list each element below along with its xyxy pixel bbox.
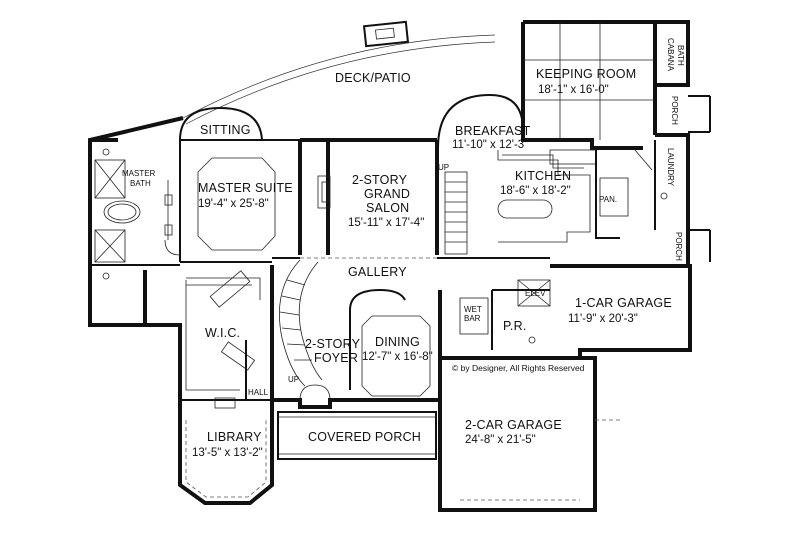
foyer-line1: 2-STORY — [305, 337, 361, 351]
keeping-room-label: KEEPING ROOM — [536, 67, 636, 81]
wic-label: W.I.C. — [205, 326, 240, 340]
grand-salon-size: 15'-11" x 17'-4" — [348, 217, 424, 229]
hall-label: HALL — [248, 388, 269, 397]
garage-2car-label: 2-CAR GARAGE — [465, 418, 562, 432]
master-suite-size: 19'-4" x 25'-8" — [198, 198, 269, 210]
deck-patio-label: DECK/PATIO — [335, 71, 411, 85]
laundry-label: LAUNDRY — [666, 148, 675, 187]
cabana-label: CABANA — [666, 38, 675, 72]
foyer-line2: FOYER — [314, 351, 358, 365]
garage-1car-size: 11'-9" x 20'-3" — [568, 313, 638, 325]
elev-label: ELEV — [525, 289, 546, 298]
room-labels: DECK/PATIO KEEPING ROOM 18'-1" x 16'-0" … — [122, 38, 685, 459]
breakfast-size: 11'-10" x 12'-3" — [452, 139, 528, 151]
master-bath-label-1: MASTER — [122, 169, 156, 178]
kitchen-label: KITCHEN — [515, 169, 571, 183]
porch-right-label: PORCH — [674, 232, 683, 261]
grand-salon-line2: GRAND — [364, 187, 410, 201]
dining-size: 12'-7" x 16'-8" — [362, 351, 433, 363]
grand-salon-line3: SALON — [366, 201, 409, 215]
garage-2car-size: 24'-8" x 21'-5" — [465, 434, 536, 446]
wet-label: WET — [464, 305, 482, 314]
gallery-label: GALLERY — [348, 265, 407, 279]
exterior-walls — [88, 20, 692, 512]
breakfast-label: BREAKFAST — [455, 124, 531, 138]
covered-porch-label: COVERED PORCH — [308, 430, 421, 444]
stair-up-salon: UP — [438, 163, 449, 172]
porch-upper-label: PORCH — [670, 96, 679, 125]
master-suite-label: MASTER SUITE — [198, 181, 293, 195]
cabana-bath-label: BATH — [676, 45, 685, 66]
master-bath-label-2: BATH — [130, 179, 151, 188]
stair-up-foyer: UP — [288, 375, 299, 384]
dining-label: DINING — [375, 335, 420, 349]
powder-room-label: P.R. — [503, 319, 527, 333]
library-size: 13'-5" x 13'-2" — [192, 447, 263, 459]
grand-salon-line1: 2-STORY — [352, 173, 408, 187]
kitchen-size: 18'-6" x 18'-2" — [500, 185, 571, 197]
interior-details — [90, 22, 711, 501]
library-label: LIBRARY — [207, 430, 262, 444]
keeping-room-size: 18'-1" x 16'-0" — [538, 84, 609, 96]
garage-1car-label: 1-CAR GARAGE — [575, 296, 672, 310]
pan-label: PAN. — [599, 195, 617, 204]
copyright-notice: © by Designer, All Rights Reserved — [452, 363, 585, 373]
sitting-label: SITTING — [200, 123, 251, 137]
bar-label: BAR — [464, 314, 481, 323]
